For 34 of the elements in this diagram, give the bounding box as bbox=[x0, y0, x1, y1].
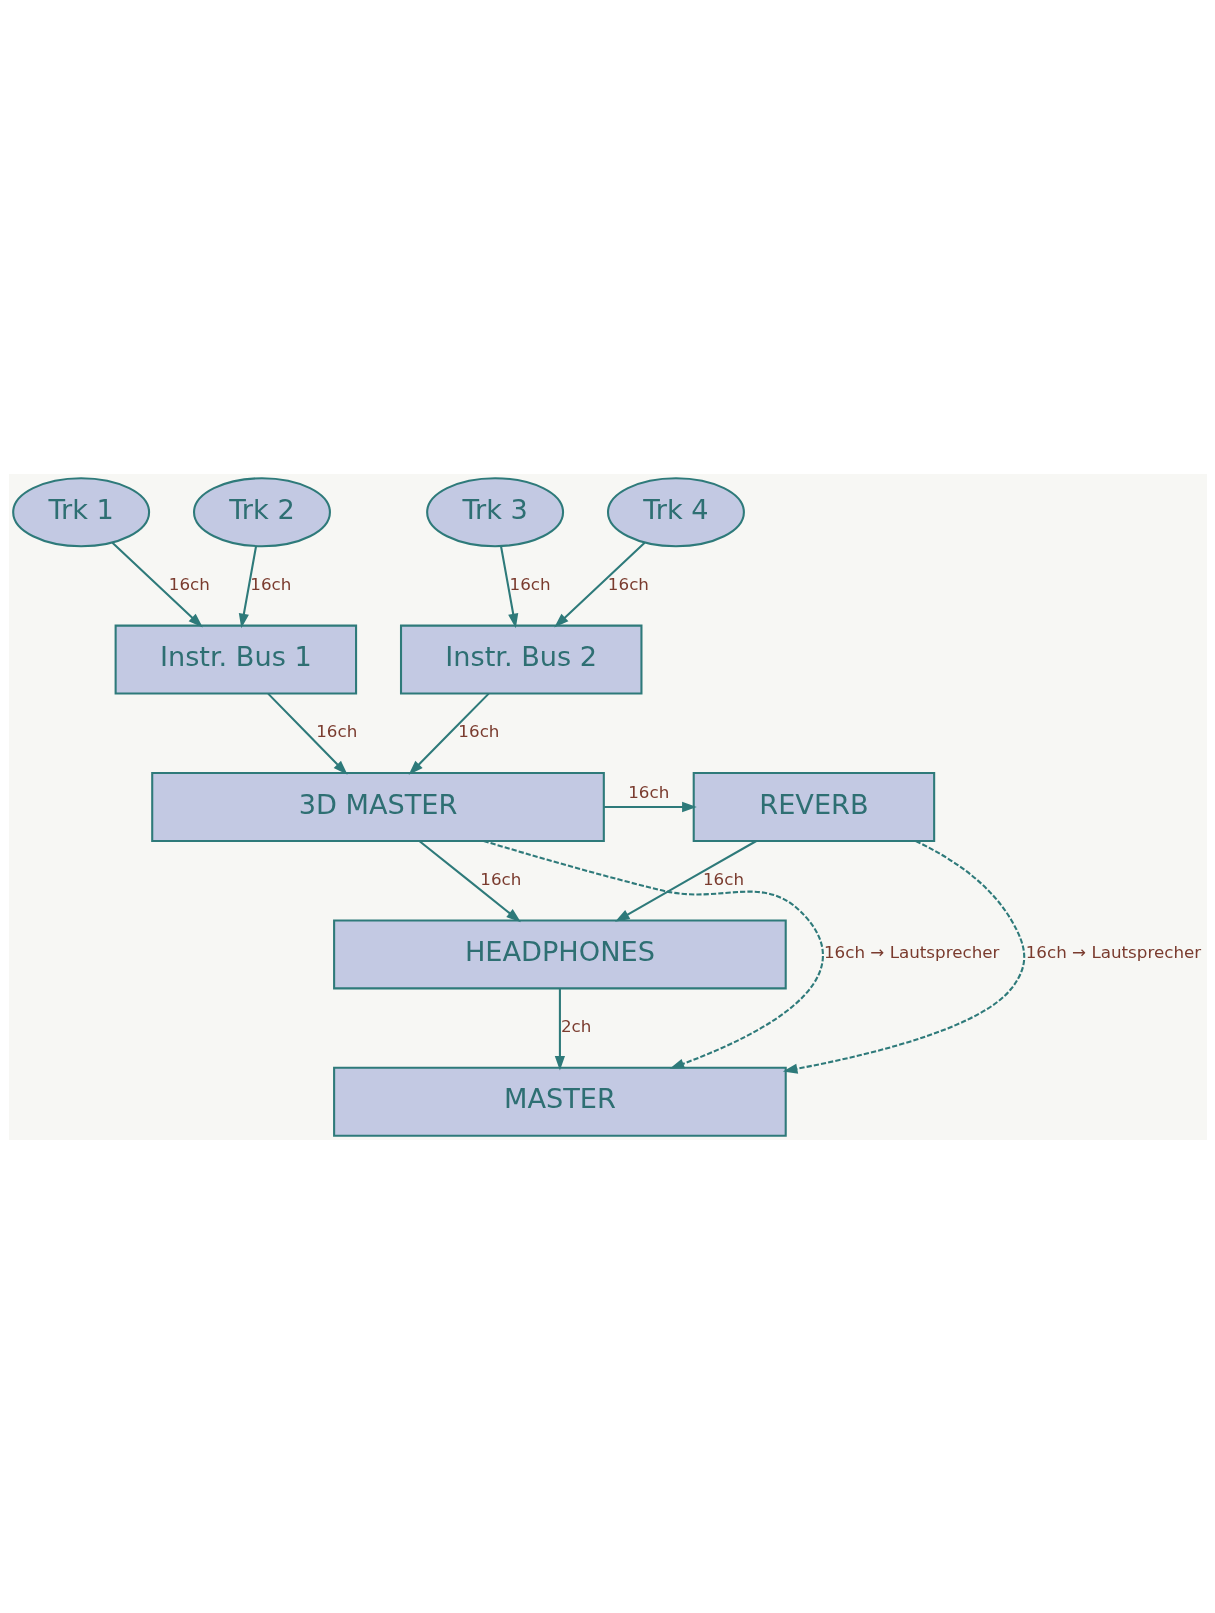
edge-label: 16ch bbox=[457, 720, 499, 741]
edge-label: 16ch bbox=[249, 573, 291, 594]
edge-label: 16ch → Lautsprecher bbox=[823, 941, 999, 962]
arrow bbox=[553, 541, 645, 628]
node-ellipse: Trk 4 bbox=[606, 476, 745, 547]
arrow bbox=[418, 839, 521, 922]
node-ellipse: Trk 1 bbox=[11, 476, 150, 547]
arrow bbox=[482, 839, 824, 1069]
arrow bbox=[238, 545, 257, 628]
edge-label: 16ch bbox=[509, 573, 551, 594]
arrow bbox=[408, 692, 489, 775]
arrow bbox=[554, 987, 565, 1071]
edge-label: 16ch bbox=[315, 720, 357, 741]
edge-label: 16ch bbox=[627, 781, 669, 802]
node-ellipse: Trk 3 bbox=[425, 476, 564, 547]
arrow bbox=[111, 541, 203, 628]
node-box: Instr. Bus 1 bbox=[114, 624, 357, 695]
arrow bbox=[782, 839, 1025, 1074]
edge-label: 16ch bbox=[607, 573, 649, 594]
edge-label: 16ch bbox=[168, 573, 210, 594]
arrow bbox=[499, 545, 518, 628]
node-box: 3D MASTER bbox=[150, 771, 605, 842]
node-box: REVERB bbox=[692, 771, 935, 842]
edge-label: 16ch → Lautsprecher bbox=[1025, 941, 1201, 962]
edge-label: 16ch bbox=[702, 868, 744, 889]
node-box: MASTER bbox=[332, 1066, 787, 1137]
edge-label: 16ch bbox=[479, 868, 521, 889]
node-box: HEADPHONES bbox=[332, 918, 787, 989]
arrow bbox=[603, 801, 697, 812]
node-ellipse: Trk 2 bbox=[192, 476, 331, 547]
edge-label: 2ch bbox=[560, 1015, 591, 1036]
arrow bbox=[266, 692, 348, 775]
arrow bbox=[614, 839, 757, 922]
node-box: Instr. Bus 2 bbox=[399, 624, 642, 695]
